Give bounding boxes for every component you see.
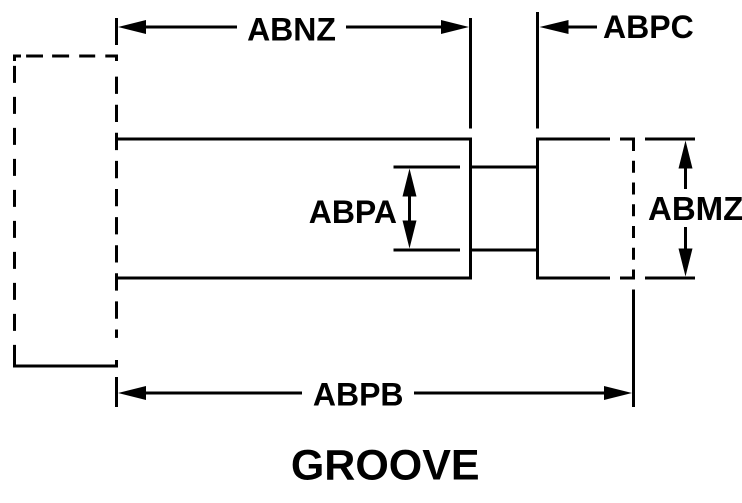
svg-text:ABPA: ABPA	[309, 194, 397, 230]
svg-text:GROOVE: GROOVE	[291, 442, 480, 490]
svg-text:ABPC: ABPC	[603, 9, 694, 45]
svg-text:ABPB: ABPB	[313, 377, 404, 413]
svg-text:ABNZ: ABNZ	[247, 11, 336, 47]
svg-text:ABMZ: ABMZ	[648, 190, 742, 227]
